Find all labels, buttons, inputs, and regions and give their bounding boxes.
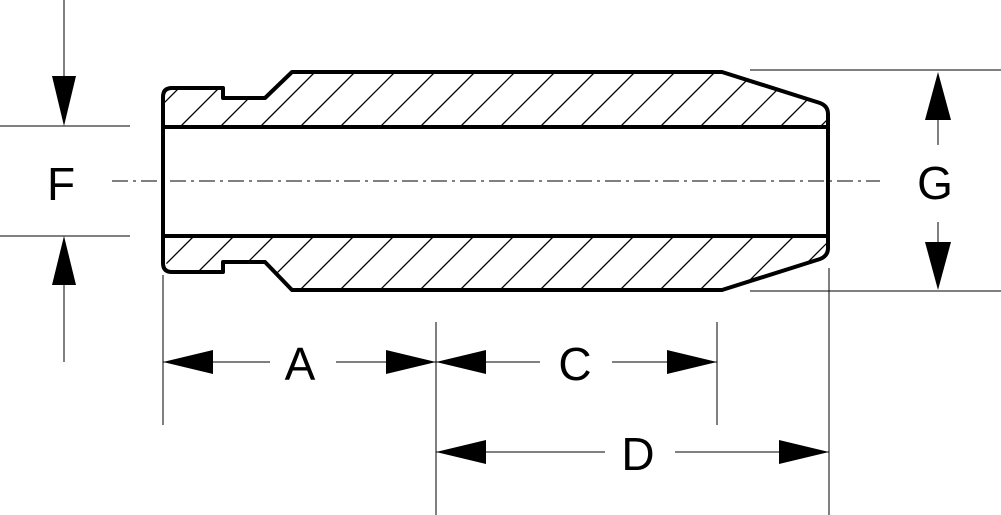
dimension-A: A [163,338,436,390]
hatch-line [499,236,555,290]
hatch-line [659,72,716,127]
hatch-line [379,236,435,290]
extension-lines [0,69,1001,515]
arrow-left-icon [436,350,486,374]
hatch-line [379,72,436,127]
hatch-line [619,72,676,127]
hatch-line [659,236,715,290]
hatch-line [419,236,475,290]
hatch-line [619,236,675,290]
hatch-line [459,72,516,127]
dimension-C: C [436,338,717,390]
hatch-line [699,236,755,290]
arrow-right-icon [779,440,829,464]
hatch-line [419,72,476,127]
hatch-line [165,236,195,290]
guide-outline [161,70,830,292]
hatch-line [259,72,316,127]
hatch-line [339,72,396,127]
hatch-line [165,72,196,127]
label-A: A [285,338,316,390]
hatch-line [579,236,635,290]
label-D: D [621,428,654,480]
label-G: G [917,157,953,209]
arrow-right-icon [667,350,717,374]
arrow-left-icon [163,350,213,374]
arrow-up-icon [52,236,76,285]
arrow-up-icon [925,72,951,120]
hatch-line [860,236,914,290]
arrow-right-icon [386,350,436,374]
hatch-line [299,236,355,290]
hatch-line [539,72,596,127]
hatch-line [299,72,356,127]
label-F: F [47,158,75,210]
hatch-line [860,72,915,127]
dimension-D: D [436,428,829,480]
dimension-F: F [47,0,76,362]
hatch-line [579,72,636,127]
hatch-line [459,236,515,290]
dimension-G: G [917,72,953,290]
arrow-left-icon [436,440,486,464]
arrow-down-icon [925,242,951,290]
hatch-line [539,236,595,290]
label-C: C [558,338,591,390]
hatch-line [499,72,556,127]
arrow-down-icon [52,76,76,126]
hatch-line [339,236,395,290]
